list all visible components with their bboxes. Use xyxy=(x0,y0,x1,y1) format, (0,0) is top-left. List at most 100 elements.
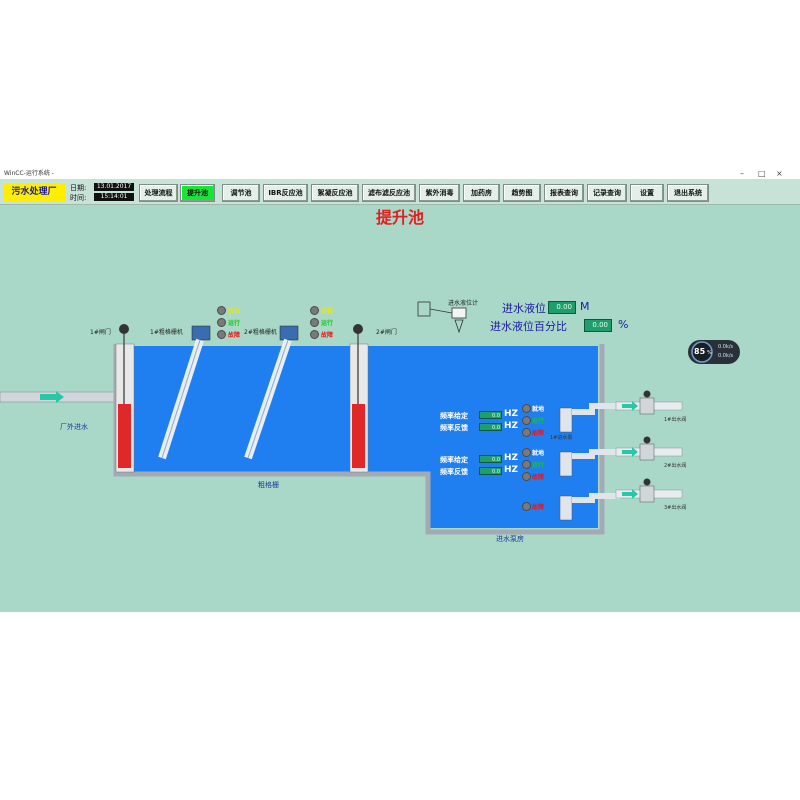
time-value: 15:14:01 xyxy=(94,193,134,201)
pump3 xyxy=(559,493,620,521)
pump-room-label: 进水泵房 xyxy=(496,535,524,543)
nav-record-query[interactable]: 记录查询 xyxy=(587,184,627,202)
valve1-label: 1#出水阀 xyxy=(664,417,687,423)
screen1-motor-icon xyxy=(191,325,211,341)
screen1-label: 1#粗格栅机 xyxy=(150,329,183,336)
window-title: WinCC-运行系统 - xyxy=(4,170,54,177)
nav-cloth-filter-tank[interactable]: 滤布滤反应池 xyxy=(362,184,416,202)
screen2-fault-text: 故障 xyxy=(321,332,334,339)
level-meter-icon xyxy=(451,307,467,319)
level-value: 0.00 xyxy=(548,301,576,314)
outside-inlet-label: 厂外进水 xyxy=(60,423,88,431)
screen1-remote-lamp-icon xyxy=(217,306,226,315)
minimize-button[interactable]: – xyxy=(740,169,744,178)
level-pct-unit: % xyxy=(618,318,629,331)
pump2-freq-fb-unit: HZ xyxy=(504,465,519,475)
level-unit: M xyxy=(580,300,590,313)
screen-chamber-water xyxy=(120,346,354,472)
level-meter-label: 进水液位计 xyxy=(448,300,479,307)
outlet3-flow-arrow-icon xyxy=(622,489,638,499)
pump2-local-text: 就地 xyxy=(532,450,545,457)
pump2-fault-lamp-icon xyxy=(522,472,531,481)
screen2-remote-lamp-icon xyxy=(310,306,319,315)
pump2-run-text: 运行 xyxy=(532,462,545,469)
pump-room-water xyxy=(354,346,598,472)
gauge-value: 85 xyxy=(694,347,706,356)
pump1-freq-set-unit: HZ xyxy=(504,409,519,419)
level-label: 进水液位 xyxy=(502,302,546,315)
gauge-unit: % xyxy=(707,350,712,356)
nav-lift-pump-tank[interactable]: 提升池 xyxy=(180,184,215,202)
coarse-screen-label: 粗格栅 xyxy=(258,481,279,489)
gate2-label: 2#闸门 xyxy=(376,329,397,336)
gate2-panel xyxy=(352,404,365,468)
pump3-fault-lamp-icon xyxy=(522,502,531,511)
screen2-remote-text: 远程 xyxy=(321,308,334,315)
maximize-button[interactable]: □ xyxy=(758,169,766,178)
date-label: 日期: xyxy=(70,184,87,192)
pump2-freq-set-label: 频率给定 xyxy=(440,456,468,464)
window-titlebar: WinCC-运行系统 - – □ × xyxy=(0,168,800,180)
pump1-local-lamp-icon xyxy=(522,404,531,413)
gate1-actuator-icon xyxy=(119,324,129,334)
close-button[interactable]: × xyxy=(776,169,783,178)
outlet-valve-3-icon xyxy=(639,485,655,503)
pump1-freq-set-label: 频率给定 xyxy=(440,412,468,420)
pump2-local-lamp-icon xyxy=(522,448,531,457)
gate2-actuator-icon xyxy=(353,324,363,334)
nav-dosing-room[interactable]: 加药房 xyxy=(463,184,500,202)
nav-flocculation-tank[interactable]: 絮凝反应池 xyxy=(311,184,359,202)
outlet-valve-1-icon xyxy=(639,397,655,415)
nav-uv-disinfection[interactable]: 紫外消毒 xyxy=(419,184,460,202)
time-label: 时间: xyxy=(70,194,87,202)
nav-regulating-tank[interactable]: 调节池 xyxy=(222,184,260,202)
process-diagram xyxy=(0,301,740,535)
top-toolbar: 污水处理厂 日期: 13.01.2017 时间: 15:14:01 处理流程 提… xyxy=(0,180,800,205)
nav-report-query[interactable]: 报表查询 xyxy=(544,184,584,202)
outlet-valve-2-icon xyxy=(639,443,655,461)
screen1-run-text: 运行 xyxy=(228,320,241,327)
gate1-label: 1#闸门 xyxy=(90,329,111,336)
pump2-freq-set[interactable]: 0.0 xyxy=(479,455,502,463)
pump2-freq-fb: 0.0 xyxy=(479,467,502,475)
pump1-freq-fb: 0.0 xyxy=(479,423,502,431)
pump2-fault-text: 故障 xyxy=(532,474,545,481)
nav-exit-system[interactable]: 退出系统 xyxy=(667,184,709,202)
pump1-freq-fb-unit: HZ xyxy=(504,421,519,431)
screen2-run-lamp-icon xyxy=(310,318,319,327)
valve3-label: 3#出水阀 xyxy=(664,505,687,511)
valve2-label: 2#出水阀 xyxy=(664,463,687,469)
outlet1-flow-arrow-icon xyxy=(622,401,638,411)
outlet2-flow-arrow-icon xyxy=(622,447,638,457)
pump2 xyxy=(559,449,620,477)
nav-trend-chart[interactable]: 趋势图 xyxy=(503,184,541,202)
pump1-run-text: 运行 xyxy=(532,418,545,425)
pump1 xyxy=(559,403,620,433)
screen2-label: 2#粗格栅机 xyxy=(244,329,277,336)
pump1-run-lamp-icon xyxy=(522,416,531,425)
pump2-freq-fb-label: 频率反馈 xyxy=(440,468,468,476)
inlet-flow-arrow-icon xyxy=(40,391,64,403)
screen2-fault-lamp-icon xyxy=(310,330,319,339)
pump2-freq-set-unit: HZ xyxy=(504,453,519,463)
level-pct-label: 进水液位百分比 xyxy=(490,320,567,333)
pump1-local-text: 就地 xyxy=(532,406,545,413)
pump1-fault-lamp-icon xyxy=(522,428,531,437)
nav-settings[interactable]: 设置 xyxy=(630,184,664,202)
gate1-panel xyxy=(118,404,131,468)
pump1-freq-fb-label: 频率反馈 xyxy=(440,424,468,432)
pump2-run-lamp-icon xyxy=(522,460,531,469)
nav-ibr-tank[interactable]: IBR反应池 xyxy=(263,184,308,202)
nav-process-flow[interactable]: 处理流程 xyxy=(139,184,178,202)
level-pct-value: 0.00 xyxy=(584,319,612,332)
screen1-fault-text: 故障 xyxy=(228,332,241,339)
screen1-run-lamp-icon xyxy=(217,318,226,327)
pump1-fault-text: 故障 xyxy=(532,430,545,437)
screen1-remote-text: 远程 xyxy=(228,308,241,315)
pump1-freq-set[interactable]: 0.0 xyxy=(479,411,502,419)
screen2-motor-icon xyxy=(279,325,299,341)
pump3-fault-text: 故障 xyxy=(532,504,545,511)
screen2-run-text: 运行 xyxy=(321,320,334,327)
wincc-window: WinCC-运行系统 - – □ × 污水处理厂 日期: 13.01.2017 … xyxy=(0,168,800,612)
pump1-label: 1#进水泵 xyxy=(550,435,573,441)
